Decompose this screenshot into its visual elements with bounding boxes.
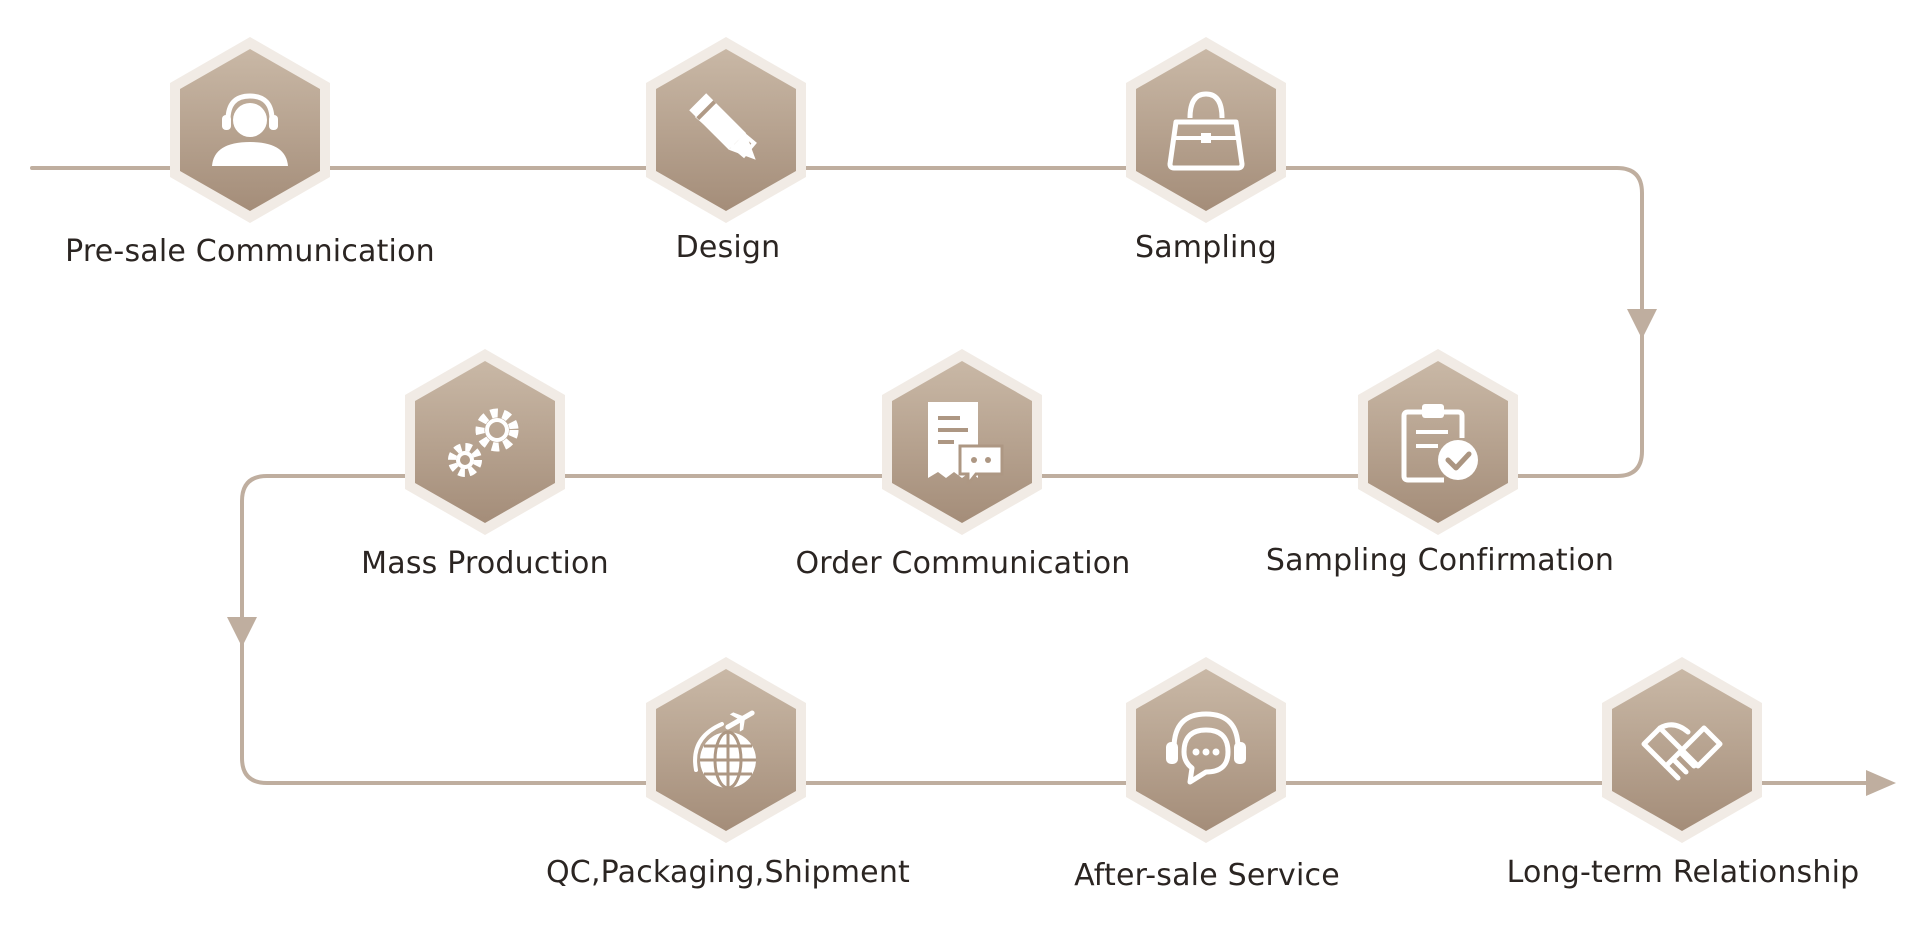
step-sampling-confirmation — [1348, 349, 1528, 535]
flow-arrow-down-2 — [227, 617, 257, 647]
step-label-pre-sale-communication: Pre-sale Communication — [65, 234, 435, 269]
gears-icon — [437, 394, 533, 490]
step-pre-sale-communication — [160, 37, 340, 223]
step-label-sampling-confirmation: Sampling Confirmation — [1265, 543, 1615, 578]
step-long-term-relationship — [1592, 657, 1772, 843]
step-label-order-communication: Order Communication — [795, 546, 1131, 581]
clipboard-check-icon — [1390, 394, 1486, 490]
step-order-communication — [872, 349, 1052, 535]
customer-service-person-icon — [202, 82, 298, 178]
headset-chat-icon — [1158, 702, 1254, 798]
step-after-sale-service — [1116, 657, 1296, 843]
step-label-design: Design — [675, 230, 781, 265]
step-mass-production — [395, 349, 575, 535]
step-qc-packaging-shipment — [636, 657, 816, 843]
step-label-long-term-relationship: Long-term Relationship — [1506, 855, 1860, 890]
hexagon-badge — [1358, 349, 1518, 535]
step-sampling — [1116, 37, 1296, 223]
step-label-after-sale-service: After-sale Service — [1074, 858, 1340, 893]
document-chat-icon — [914, 394, 1010, 490]
flow-arrow-end — [1866, 770, 1896, 796]
globe-airplane-icon — [678, 702, 774, 798]
step-design — [636, 37, 816, 223]
handbag-icon — [1158, 82, 1254, 178]
hexagon-badge — [1126, 37, 1286, 223]
step-label-qc-packaging-shipment: QC,Packaging,Shipment — [545, 855, 910, 890]
flow-arrow-down-1 — [1627, 309, 1657, 339]
step-label-mass-production: Mass Production — [361, 546, 609, 581]
handshake-icon — [1634, 702, 1730, 798]
design-pencil-ruler-icon — [678, 82, 774, 178]
step-label-sampling: Sampling — [1134, 230, 1278, 265]
